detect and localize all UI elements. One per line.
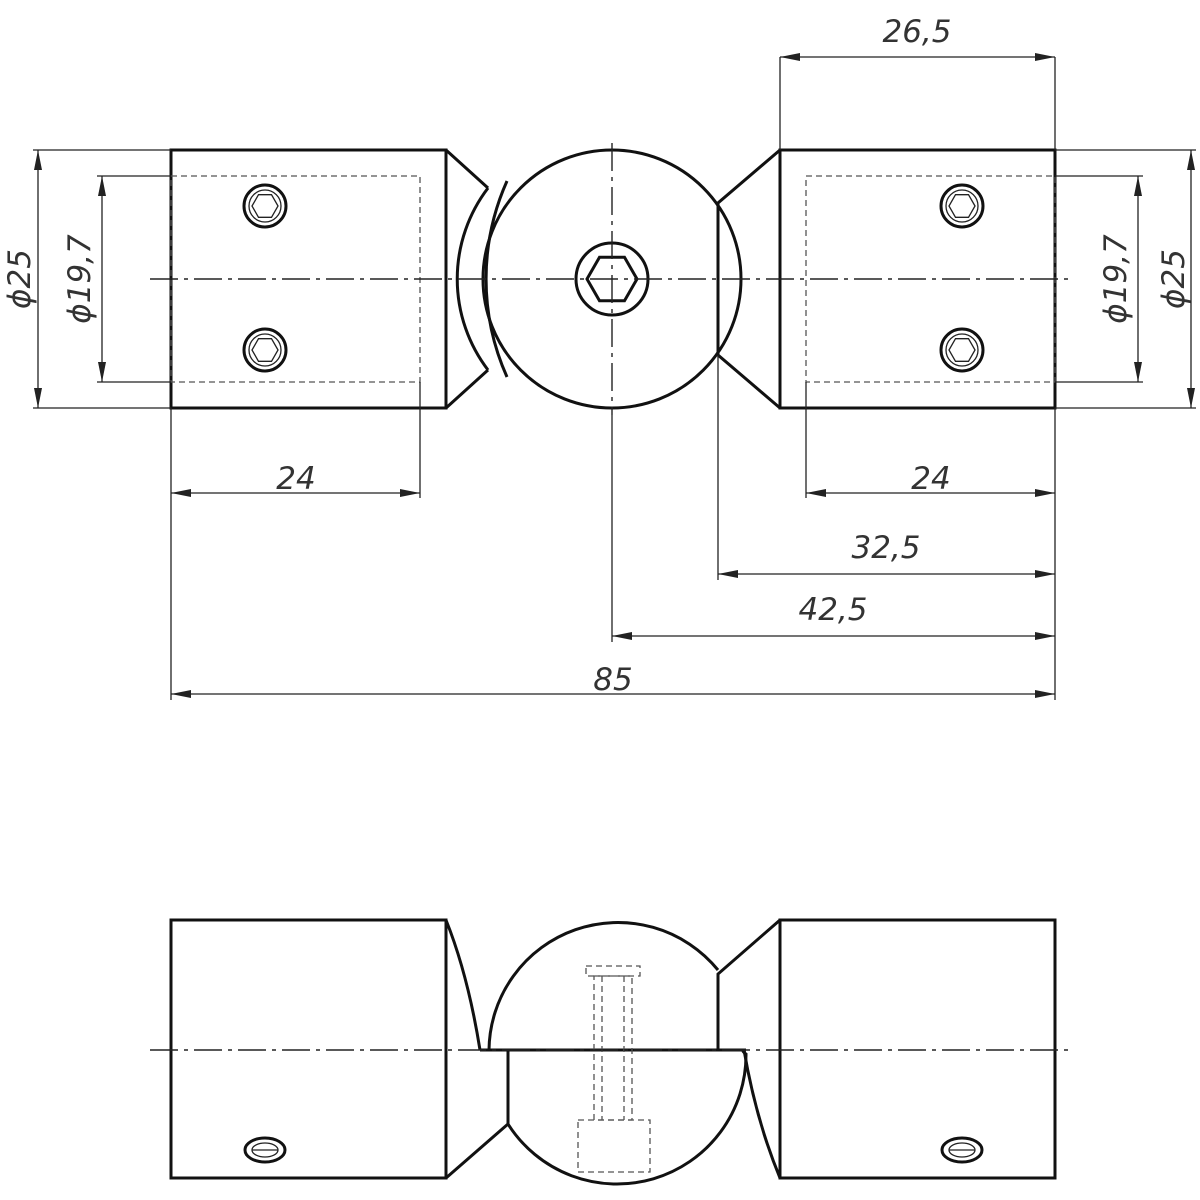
right-sleeve-curve [742, 1049, 782, 1179]
left-sleeve [169, 918, 448, 1180]
top-view [150, 143, 1072, 415]
right-neck [716, 918, 781, 1050]
hex-socket-icon [585, 255, 639, 303]
dim-label: 24 [911, 461, 950, 497]
dim-left-inner-diameter: ϕ19,7 [62, 175, 171, 383]
right-sleeve [778, 918, 1057, 1180]
front-view [150, 918, 1072, 1186]
dim-right-outer-diameter: ϕ25 [1055, 149, 1196, 409]
left-neck [444, 148, 490, 410]
set-screw-icon [939, 327, 985, 373]
set-screw-icon [940, 1136, 984, 1164]
left-sleeve-curve [444, 919, 482, 1051]
dim-label: 85 [593, 662, 632, 698]
ball-upper-half [487, 921, 720, 1051]
dim-label: ϕ19,7 [1098, 234, 1134, 324]
right-neck [716, 148, 781, 410]
right-sleeve-bore-hidden [805, 175, 1056, 383]
dim-right-depth: 24 [805, 382, 1056, 700]
dim-right-inner-diameter: ϕ19,7 [1055, 175, 1143, 383]
dim-label: ϕ25 [1156, 249, 1192, 309]
left-cup [455, 180, 509, 378]
dim-label: ϕ25 [2, 249, 38, 309]
set-screw-icon [242, 183, 288, 229]
dim-left-outer-diameter: ϕ25 [2, 149, 171, 409]
dim-label: 24 [276, 461, 315, 497]
hidden-bolt [577, 965, 651, 1173]
set-screw-icon [939, 183, 985, 229]
dim-top-width: 26,5 [779, 14, 1056, 150]
dim-label: 32,5 [851, 530, 920, 566]
dim-label: 26,5 [882, 14, 951, 50]
dim-center-to-end: 42,5 [611, 415, 1055, 642]
ball-lower-half [506, 1048, 748, 1186]
set-screw-icon [242, 327, 288, 373]
dim-overall-length: 85 [171, 662, 1055, 698]
set-screw-icon [243, 1136, 287, 1164]
dim-label: ϕ19,7 [62, 234, 98, 324]
dim-label: 42,5 [798, 592, 867, 628]
dimensions: 26,5 ϕ25 ϕ19,7 ϕ19,7 [2, 14, 1196, 700]
dim-left-depth: 24 [170, 382, 421, 700]
left-neck [445, 1122, 509, 1180]
dim-joint-to-end: 32,5 [717, 355, 1055, 580]
